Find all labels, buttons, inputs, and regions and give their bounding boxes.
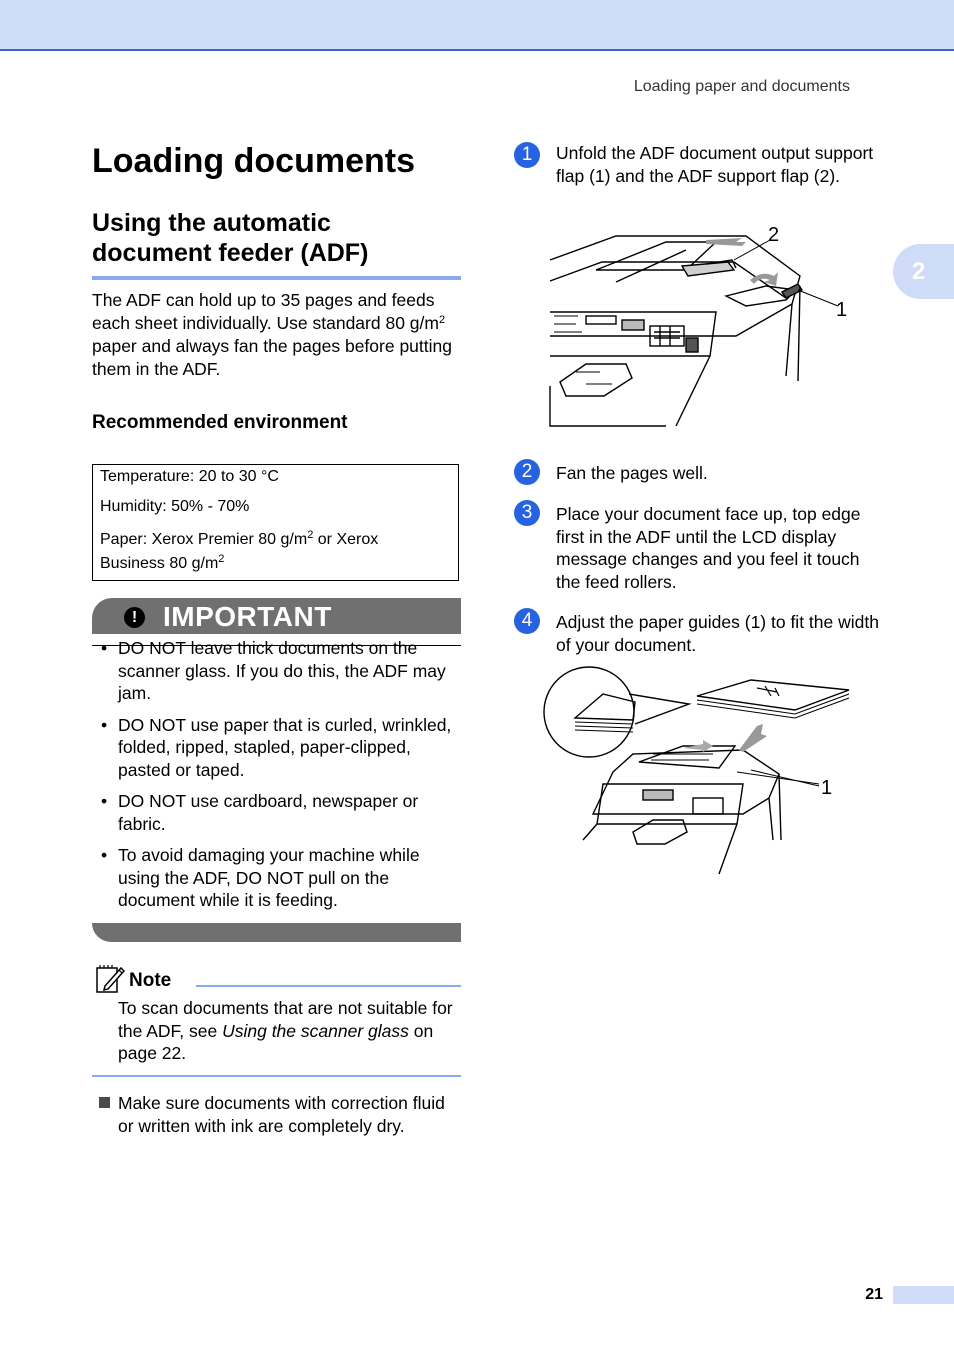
step-3: 3 Place your document face up, top edge … [514,500,884,593]
list-item: To avoid damaging your machine while usi… [92,844,461,912]
env-temperature: Temperature: 20 to 30 °C [100,468,279,485]
step-number-4: 4 [514,608,540,634]
important-title: IMPORTANT [163,601,332,632]
list-item: DO NOT use cardboard, newspaper or fabri… [92,790,461,835]
list-item: DO NOT use paper that is curled, wrinkle… [92,714,461,782]
note-pencil-icon [96,965,125,993]
step-4: 4 Adjust the paper guides (1) to fit the… [514,608,884,656]
note-bottom-rule [92,1075,461,1077]
important-header: ! IMPORTANT [92,598,461,634]
note-text: To scan documents that are not suitable … [118,997,463,1065]
step-number-2: 2 [514,459,540,485]
step-1: 1 Unfold the ADF document output support… [514,142,884,187]
adf-flaps-illustration: 2 1 [549,226,847,427]
step-number-3: 3 [514,500,540,526]
chapter-tab: 2 [893,244,954,299]
section-title-line1: Using the automatic [92,209,331,237]
intro-superscript: 2 [438,314,446,326]
exclamation-icon: ! [124,607,145,628]
important-list: DO NOT leave thick documents on the scan… [92,637,461,921]
list-item: DO NOT leave thick documents on the scan… [92,637,461,705]
note-text-2: on page 22. [118,1020,434,1064]
step-text-3: Place your document face up, top edge fi… [556,504,861,592]
step-text-4: Adjust the paper guides (1) to fit the w… [556,612,879,655]
env-paper-text-3: Business 80 g/m [100,555,219,572]
section-title: Using the automatic document feeder (ADF… [92,208,461,280]
note-link-text: Using the scanner glass [222,1020,409,1041]
square-bullet-item: Make sure documents with correction flui… [92,1092,462,1137]
environment-box: Temperature: 20 to 30 °C Humidity: 50% -… [92,464,459,581]
page-number: 21 [865,1286,883,1303]
note-rule [196,985,461,987]
intro-paragraph: The ADF can hold up to 35 pages and feed… [92,289,462,381]
note-title: Note [129,970,172,991]
env-paper-sup-2: 2 [218,553,225,565]
step-number-1: 1 [514,142,540,168]
callout-1-label: 1 [821,777,832,799]
section-title-line2: document feeder (ADF) [92,239,369,267]
env-paper-cont: Business 80 g/m2 [100,553,224,575]
environment-heading: Recommended environment [92,412,348,433]
page-title: Loading documents [92,142,415,180]
env-paper-text-1: Paper: Xerox Premier 80 g/m [100,531,308,548]
note-text-1: To scan documents that are not suitable … [118,998,453,1041]
env-paper-sup-1: 2 [307,529,314,541]
top-header-bar [0,0,954,51]
env-humidity: Humidity: 50% - 70% [100,498,250,515]
step-text-2: Fan the pages well. [556,463,708,483]
important-footer-bar [92,923,461,942]
env-paper: Paper: Xerox Premier 80 g/m2 or Xerox [100,529,378,551]
callout-1-label: 1 [836,299,847,321]
env-paper-text-2: or Xerox [313,531,379,548]
callout-2-label: 2 [768,226,779,246]
running-head: Loading paper and documents [633,78,850,95]
paper-guides-illustration: 1 [543,666,850,875]
page-number-bar [893,1286,954,1304]
intro-text-2: paper and always fan the pages before pu… [92,336,452,379]
step-text-1: Unfold the ADF document output support f… [556,143,874,186]
intro-text-1: The ADF can hold up to 35 pages and feed… [92,290,439,333]
step-2: 2 Fan the pages well. [514,459,884,485]
